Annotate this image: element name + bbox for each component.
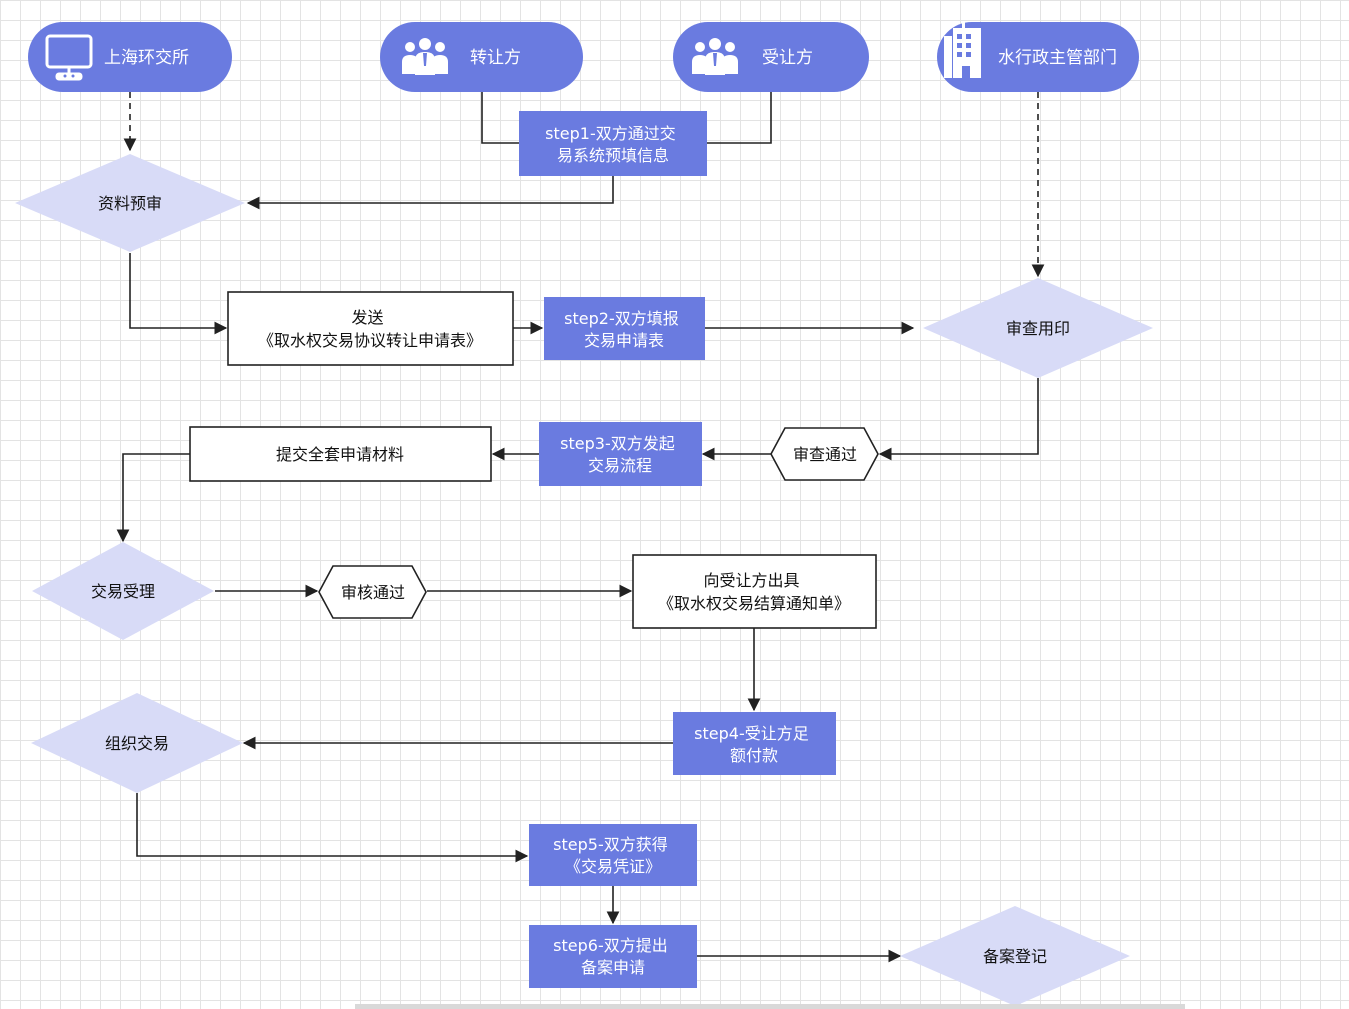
step-line: 《交易凭证》 (565, 857, 661, 876)
actor-water-authority: 水行政主管部门 (937, 22, 1139, 92)
svg-text:发送 《取水权交易协议转让申请表》: 发送 《取水权交易协议转让申请表》 (258, 308, 482, 350)
connector-transferor-to-step1 (481, 92, 519, 144)
actor-label: 转让方 (470, 48, 521, 68)
decision-review-seal: 审查用印 (923, 278, 1153, 378)
badge-label: 审查通过 (793, 445, 857, 464)
step-line: 备案申请 (581, 958, 645, 977)
svg-text:向受让方出具 《取水权交易结算通知单》: 向受让方出具 《取水权交易结算通知单》 (658, 571, 850, 613)
step-line: step1-双方通过交 (545, 124, 676, 143)
people-icon (692, 38, 738, 75)
svg-text:step6-双方提出 备案申请: step6-双方提出 备案申请 (553, 936, 673, 977)
box-line: 《取水权交易结算通知单》 (658, 594, 850, 613)
connector-step1-to-pre-review (246, 176, 614, 210)
building-icon (944, 22, 981, 78)
svg-text:step3-双方发起 交易流程: step3-双方发起 交易流程 (560, 434, 680, 475)
decision-accept: 交易受理 (32, 542, 214, 640)
step1-box: step1-双方通过交 易系统预填信息 (519, 111, 707, 176)
decision-filing: 备案登记 (900, 906, 1130, 1006)
bottom-band (355, 1004, 1185, 1009)
box-line: 向受让方出具 (703, 571, 799, 590)
box-send-form: 发送 《取水权交易协议转让申请表》 (227, 291, 514, 366)
step-line: 交易申请表 (584, 331, 664, 350)
step-line: step5-双方获得 (553, 835, 668, 854)
monitor-icon (45, 34, 93, 81)
svg-text:step4-受让方足 额付款: step4-受让方足 额付款 (694, 724, 814, 765)
decision-label: 组织交易 (105, 734, 169, 753)
svg-text:step2-双方填报 交易申请表: step2-双方填报 交易申请表 (564, 309, 684, 350)
decision-label: 审查用印 (1006, 319, 1070, 338)
connector-submit-to-accept (116, 453, 190, 543)
svg-text:step1-双方通过交 易系统预填信息: step1-双方通过交 易系统预填信息 (545, 124, 681, 165)
step6-box: step6-双方提出 备案申请 (529, 925, 697, 988)
step-line: step4-受让方足 (694, 724, 809, 743)
decision-label: 交易受理 (91, 582, 155, 601)
connector-pre-review-to-send-form (129, 253, 228, 335)
connectors (116, 92, 1045, 963)
decision-label: 资料预审 (98, 194, 162, 213)
svg-text:step5-双方获得 《交易凭证》: step5-双方获得 《交易凭证》 (553, 835, 673, 876)
decision-organize: 组织交易 (31, 693, 243, 793)
people-icon (402, 38, 448, 75)
actor-transferee: 受让方 (673, 22, 869, 92)
decision-label: 备案登记 (983, 947, 1047, 966)
box-line: 《取水权交易协议转让申请表》 (258, 331, 482, 350)
step-line: 交易流程 (588, 456, 652, 475)
box-issue-notice: 向受让方出具 《取水权交易结算通知单》 (632, 554, 877, 629)
badge-review-passed: 审查通过 (770, 427, 879, 481)
badge-audit-passed: 审核通过 (318, 565, 427, 619)
step-line: step2-双方填报 (564, 309, 679, 328)
step-line: 额付款 (730, 746, 778, 765)
box-line: 提交全套申请材料 (276, 445, 404, 464)
actor-label: 受让方 (762, 48, 813, 68)
connector-review-seal-to-review-passed (878, 378, 1039, 461)
step-line: step3-双方发起 (560, 434, 675, 453)
step-line: step6-双方提出 (553, 936, 668, 955)
step5-box: step5-双方获得 《交易凭证》 (529, 824, 697, 886)
connector-transferee-to-step1 (707, 92, 772, 144)
step4-box: step4-受让方足 额付款 (673, 712, 836, 775)
actor-exchange: 上海环交所 (28, 22, 232, 92)
actor-label: 上海环交所 (104, 48, 189, 68)
badge-label: 审核通过 (341, 583, 405, 602)
actor-transferor: 转让方 (380, 22, 583, 92)
box-submit-materials: 提交全套申请材料 (189, 426, 492, 482)
step2-box: step2-双方填报 交易申请表 (544, 297, 705, 360)
connector-organize-to-step5 (136, 793, 529, 863)
step-line: 易系统预填信息 (557, 146, 669, 165)
step3-box: step3-双方发起 交易流程 (539, 422, 702, 486)
actor-label: 水行政主管部门 (998, 48, 1117, 68)
box-line: 发送 (351, 308, 383, 327)
decision-pre-review: 资料预审 (15, 154, 245, 252)
